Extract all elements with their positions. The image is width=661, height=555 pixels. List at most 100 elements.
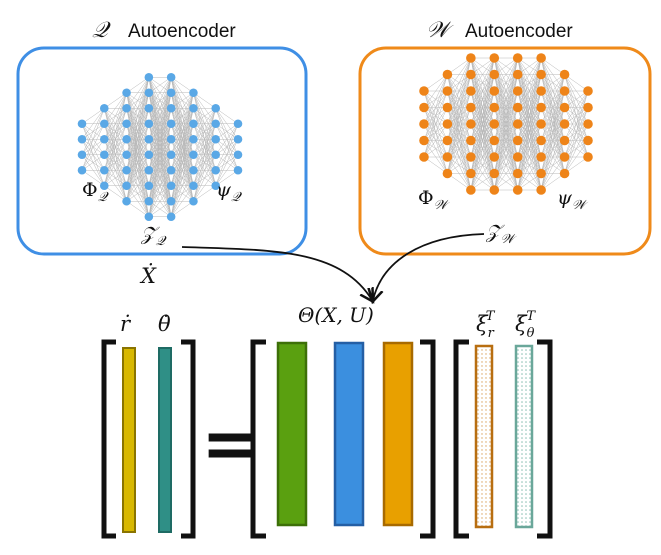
network-edge [423, 74, 448, 141]
network-edge [193, 92, 216, 109]
lhs-right-bracket [181, 339, 196, 539]
network-edge [470, 57, 495, 108]
network-edge [104, 170, 127, 186]
network-edge [215, 170, 239, 186]
network-node [466, 53, 476, 63]
network-edge [148, 108, 172, 217]
network-node [77, 134, 87, 144]
network-edge [171, 77, 194, 93]
network-edge [81, 108, 105, 124]
w-autoencoder-title: Autoencoder [465, 21, 573, 42]
network-edge [104, 92, 127, 171]
network-node [211, 165, 221, 175]
network-edge [81, 123, 105, 171]
network-node [144, 150, 154, 160]
network-edge [171, 92, 194, 109]
network-edge [215, 123, 239, 171]
network-edge [540, 123, 565, 191]
network-edge [423, 74, 448, 158]
network-node [489, 185, 500, 195]
network-edge [170, 154, 194, 217]
network-node [489, 53, 500, 63]
theta-label: Θ(X, U) [298, 303, 374, 327]
network-node [122, 165, 131, 175]
network-node [189, 196, 198, 206]
network-edge [423, 74, 448, 108]
network-node [466, 135, 476, 146]
network-node [144, 165, 154, 175]
network-edge [517, 123, 542, 191]
network-node [559, 135, 570, 146]
network-node [512, 185, 523, 195]
network-edge [423, 123, 448, 158]
network-node [466, 168, 476, 179]
theta-library-matrix: Θ(X, U) [250, 303, 436, 539]
rdot-column [122, 347, 136, 533]
theta-right-bracket [420, 339, 436, 539]
network-edge [447, 57, 472, 92]
network-node [536, 185, 546, 195]
network-edge [104, 139, 127, 186]
network-node [536, 119, 546, 129]
network-node [166, 134, 176, 144]
network-node [233, 134, 243, 144]
network-edge [470, 57, 495, 125]
network-node [583, 135, 593, 146]
network-edge [517, 57, 542, 108]
network-node [189, 181, 198, 191]
theta-column-green [276, 341, 308, 527]
q-encoder-label: Φ𝒬 [82, 179, 110, 205]
network-edge [126, 77, 150, 109]
network-node [166, 103, 176, 113]
network-edge [148, 77, 172, 124]
network-edge [104, 154, 127, 186]
network-node [489, 168, 500, 179]
thetadot-label: θ̇ [158, 312, 171, 336]
network-node [144, 181, 154, 191]
network-node [189, 165, 198, 175]
network-node [559, 168, 570, 179]
lhs-matrix: ṙ θ̇ [101, 312, 196, 539]
network-node [489, 69, 500, 80]
network-edge [193, 108, 216, 155]
network-node [489, 102, 500, 113]
network-edge [148, 154, 172, 217]
network-edge [170, 92, 194, 155]
network-node [99, 119, 109, 129]
network-node [489, 152, 500, 162]
network-edge [193, 108, 216, 124]
network-node [466, 86, 476, 96]
network-edge [193, 170, 216, 202]
network-edge [494, 57, 518, 125]
q-latent-arrow [181, 246, 372, 300]
network-edge [517, 57, 542, 125]
network-edge [104, 123, 127, 186]
network-edge [193, 185, 216, 202]
network-node [189, 88, 198, 98]
q-decoder-label: ψ𝒬 [216, 179, 243, 205]
q-autoencoder-box [16, 46, 308, 256]
network-node [211, 150, 221, 160]
network-edge [170, 92, 194, 217]
network-edge [193, 108, 216, 171]
network-node [512, 135, 523, 146]
network-edge [171, 201, 194, 217]
network-edge [126, 170, 150, 202]
network-edge [215, 123, 239, 155]
xi-theta-label: ξθT [515, 309, 536, 341]
network-edge [564, 140, 589, 174]
network-node [559, 69, 570, 80]
network-edge [540, 140, 565, 191]
network-node [122, 181, 131, 191]
network-node [442, 135, 453, 146]
network-node [99, 150, 109, 160]
network-edge [104, 92, 127, 124]
network-node [559, 86, 570, 96]
network-edge [540, 107, 565, 191]
network-edge [81, 108, 105, 171]
network-edge [193, 108, 216, 186]
network-edge [470, 57, 495, 92]
network-edge [517, 57, 542, 92]
lhs-left-bracket [101, 339, 116, 539]
